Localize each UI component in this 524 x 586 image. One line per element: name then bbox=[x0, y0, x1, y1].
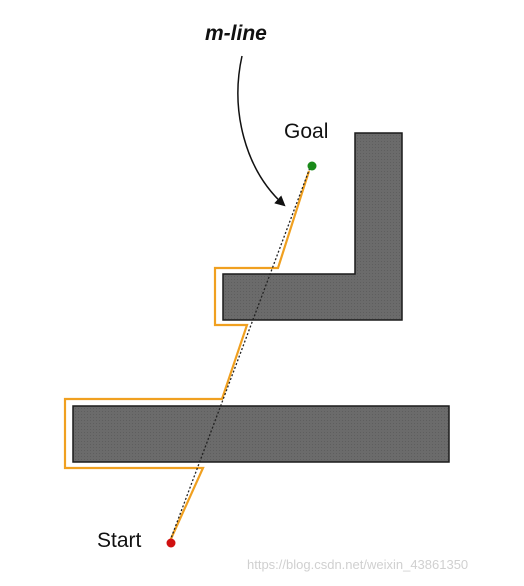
rectangular-obstacle bbox=[72, 405, 450, 463]
m-line-pointer-arrow bbox=[237, 55, 286, 207]
watermark-text: https://blog.csdn.net/weixin_43861350 bbox=[247, 557, 469, 572]
start-point bbox=[166, 538, 176, 548]
goal-label: Goal bbox=[284, 120, 329, 143]
goal-point bbox=[307, 161, 317, 171]
robot-path bbox=[63, 170, 311, 542]
start-label: Start bbox=[97, 529, 142, 552]
m-line-label: m-line bbox=[205, 22, 267, 45]
l-shaped-obstacle bbox=[222, 132, 403, 321]
m-line bbox=[169, 164, 312, 542]
